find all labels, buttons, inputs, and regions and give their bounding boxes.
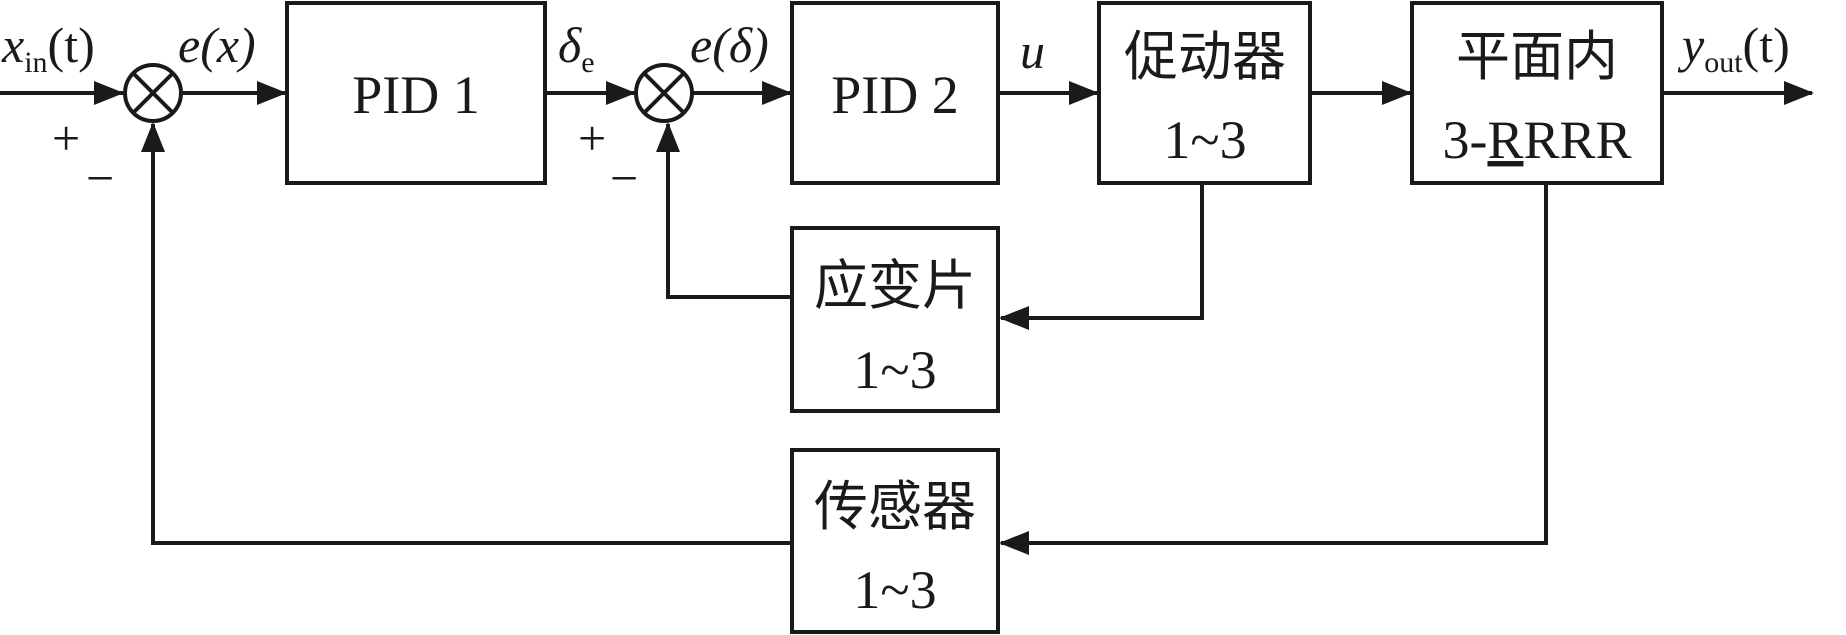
summing-junction-1 (123, 63, 183, 123)
error-x-label: e(x) (178, 17, 256, 73)
plant-label-line2: 3-RRRR (1442, 110, 1631, 170)
actuator-block: 促动器 1~3 (1097, 1, 1312, 185)
summing-junction-2 (634, 63, 694, 123)
sensor-block: 传感器 1~3 (790, 448, 1000, 634)
actuator-plant-arrowhead (1382, 81, 1412, 105)
output-arrowhead (1784, 81, 1814, 105)
sum1-minus-sign: − (86, 150, 114, 206)
actuator-label-line1: 促动器 (1124, 27, 1286, 87)
control-u-label: u (1020, 23, 1045, 79)
error-x-arrowhead (257, 81, 287, 105)
sensor-input-arrowhead (999, 531, 1029, 555)
delta-e-label: δe (558, 17, 595, 79)
strain-label-line2: 1~3 (853, 340, 936, 400)
sum1-plus-sign: + (52, 110, 80, 166)
plant-block: 平面内 3-RRRR (1410, 1, 1664, 185)
sum2-minus-sign: − (610, 150, 638, 206)
strain-input-arrowhead (999, 306, 1029, 330)
sum1-feedback-arrowhead (141, 122, 165, 152)
plant-label-prefix: 3- (1442, 110, 1487, 170)
sensor-label-line2: 1~3 (853, 560, 936, 620)
delta-e-arrowhead (606, 81, 636, 105)
strain-gauge-block: 应变片 1~3 (790, 226, 1000, 413)
error-delta-label: e(δ) (690, 17, 769, 73)
pid1-block: PID 1 (285, 1, 547, 185)
input-signal-label: xin(t) (1, 17, 95, 79)
strain-label-line1: 应变片 (814, 256, 976, 316)
signal-lines (0, 81, 1814, 555)
plant-to-sensor-line (1001, 185, 1548, 545)
sum2-plus-sign: + (578, 110, 606, 166)
control-u-arrowhead (1069, 81, 1099, 105)
plant-label-underlined: R (1487, 110, 1523, 170)
actuator-label-line2: 1~3 (1163, 110, 1246, 170)
strain-feedback-line (666, 124, 790, 299)
pid2-block: PID 2 (790, 1, 1000, 185)
plant-label-line1: 平面内 (1456, 27, 1618, 87)
pid1-label: PID 1 (352, 65, 480, 125)
plant-label-suffix: RRR (1523, 110, 1631, 170)
sum2-feedback-arrowhead (656, 122, 680, 152)
error-delta-arrowhead (762, 81, 792, 105)
sensor-label-line1: 传感器 (814, 477, 976, 537)
output-signal-label: yout(t) (1677, 17, 1790, 79)
pid2-label: PID 2 (831, 65, 959, 125)
actuator-to-strain-line (1001, 185, 1204, 320)
sensor-feedback-line (151, 124, 790, 545)
input-arrowhead (94, 81, 124, 105)
